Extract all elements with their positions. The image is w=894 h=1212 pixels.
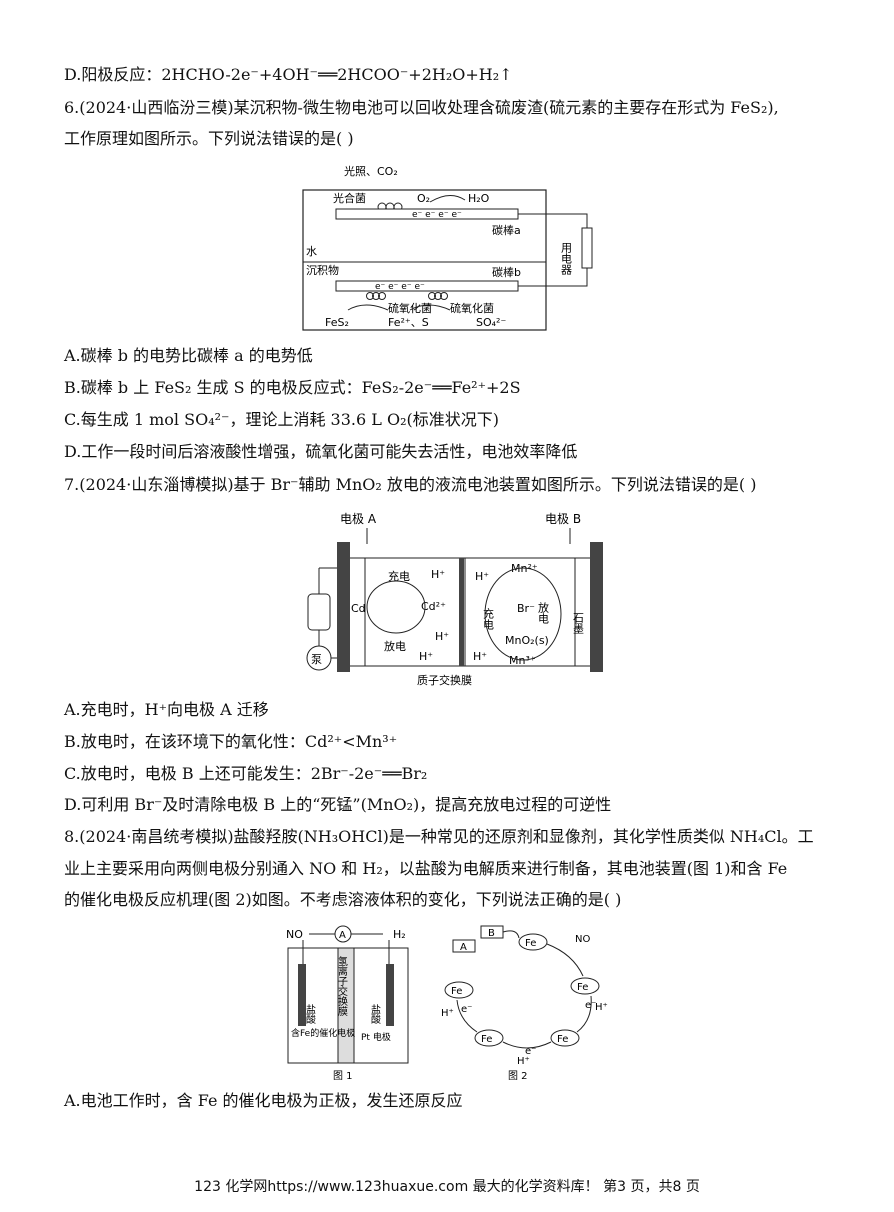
acid-left: 盐酸 bbox=[304, 1003, 316, 1025]
fe-s-label: Fe²⁺、S bbox=[388, 316, 429, 329]
fe-top: Fe bbox=[525, 938, 536, 949]
q8-stem-line1: 8.(2024·南昌统考模拟)盐酸羟胺(NH₃OHCl)是一种常见的还原剂和显像… bbox=[64, 827, 814, 846]
fig2-caption: 图 2 bbox=[508, 1070, 528, 1082]
electrode-b-label: 电极 B bbox=[545, 512, 581, 526]
q6-stem-line1: 6.(2024·山西临汾三模)某沉积物-微生物电池可以回收处理含硫废渣(硫元素的… bbox=[64, 98, 779, 117]
discharge-right: 放电 bbox=[537, 601, 550, 624]
hplus-3: H⁺ bbox=[419, 650, 433, 663]
photo-bacteria-label: 光合菌 bbox=[333, 191, 366, 205]
e-bottom: e⁻ bbox=[525, 1046, 536, 1057]
q6-figure: 光照、CO₂ 光合菌 O₂ H₂O e⁻ e⁻ e⁻ e⁻ 碳棒a 水 沉积物 … bbox=[302, 164, 593, 331]
q6-option-d: D.工作一段时间后溶液酸性增强，硫氧化菌可能失去活性，电池效率降低 bbox=[64, 442, 578, 461]
q6-option-b: B.碳棒 b 上 FeS₂ 生成 S 的电极反应式：FeS₂-2e⁻══Fe²⁺… bbox=[64, 378, 521, 397]
pt-electrode-label: Pt 电极 bbox=[361, 1031, 391, 1043]
pump-label: 泵 bbox=[311, 653, 322, 666]
charge-right: 充电 bbox=[482, 607, 495, 630]
fe-electrode-label: 含Fe的催化电极 bbox=[291, 1027, 355, 1039]
fes2-label: FeS₂ bbox=[325, 316, 349, 329]
hplus-1: H⁺ bbox=[431, 568, 445, 581]
electrons-bottom: e⁻ e⁻ e⁻ e⁻ bbox=[375, 282, 425, 292]
cd-label: Cd bbox=[351, 602, 366, 615]
electrons-top: e⁻ e⁻ e⁻ e⁻ bbox=[412, 210, 462, 220]
hplus-2: H⁺ bbox=[435, 630, 449, 643]
q8-stem-line3: 的催化电极反应机理(图 2)如图。不考虑溶液体积的变化，下列说法正确的是( ) bbox=[64, 890, 622, 909]
no-label: NO bbox=[575, 934, 590, 945]
q8-option-a: A.电池工作时，含 Fe 的催化电极为正极，发生还原反应 bbox=[64, 1091, 463, 1110]
membrane-label: 氢离子交换膜 bbox=[336, 955, 348, 1017]
electrode-a-label: 电极 A bbox=[340, 512, 377, 526]
q7-figure: 电极 A 电极 B 充电 H⁺ Cd Cd²⁺ 放电 H⁺ H⁺ H⁺ Mn²⁺… bbox=[306, 512, 603, 687]
box-a: A bbox=[460, 942, 467, 953]
q8-stem-line2: 业上主要采用向两侧电极分别通入 NO 和 H₂，以盐酸为电解质来进行制备，其电池… bbox=[64, 859, 788, 878]
q6-stem-line2: 工作原理如图所示。下列说法错误的是( ) bbox=[64, 129, 354, 148]
sulfur-bacteria-2: 硫氧化菌 bbox=[450, 301, 494, 315]
page-footer: 123 化学网https://www.123huaxue.com 最大的化学资料… bbox=[194, 1179, 700, 1195]
fe-right: Fe bbox=[577, 982, 588, 993]
fe-left: Fe bbox=[451, 986, 462, 997]
e-left: e⁻ bbox=[461, 1004, 472, 1015]
q5-option-d: D.阳极反应：2HCHO-2e⁻+4OH⁻══2HCOO⁻+2H₂O+H₂↑ bbox=[64, 65, 513, 84]
br-label: Br⁻ bbox=[517, 602, 535, 615]
q8-figure-2: A B Fe NO Fe Fe Fe Fe H⁺ e⁻ H⁺ e⁻ H⁺ e⁻ … bbox=[441, 925, 608, 1082]
e-right: e⁻ bbox=[585, 1000, 596, 1011]
q8-figure-1: NO H₂ A 盐酸 盐酸 氢离子交换膜 含Fe的催化电极 Pt 电极 图 1 bbox=[286, 925, 409, 1082]
q7-option-d: D.可利用 Br⁻及时清除电极 B 上的“死锰”(MnO₂)，提高充放电过程的可… bbox=[64, 795, 612, 814]
no-inlet: NO bbox=[286, 928, 303, 941]
fe-bottom-right: Fe bbox=[557, 1034, 568, 1045]
graphite-label: 石墨 bbox=[572, 612, 585, 634]
hplus-4: H⁺ bbox=[475, 570, 489, 583]
q7-stem: 7.(2024·山东淄博模拟)基于 Br⁻辅助 MnO₂ 放电的液流电池装置如图… bbox=[64, 475, 757, 494]
hplus-bottom: H⁺ bbox=[517, 1056, 530, 1067]
h2o-label: H₂O bbox=[468, 192, 490, 205]
o2-label: O₂ bbox=[417, 192, 430, 205]
water-label: 水 bbox=[306, 245, 317, 258]
carbon-b-label: 碳棒b bbox=[492, 265, 521, 279]
fig1-caption: 图 1 bbox=[333, 1070, 353, 1082]
light-co2-label: 光照、CO₂ bbox=[344, 164, 398, 178]
hplus-right: H⁺ bbox=[595, 1002, 608, 1013]
mn3-label: Mn³⁺ bbox=[509, 654, 536, 667]
load-label: 用电器 bbox=[560, 242, 573, 276]
cd2-label: Cd²⁺ bbox=[421, 600, 446, 613]
q7-option-a: A.充电时，H⁺向电极 A 迁移 bbox=[64, 700, 269, 719]
box-b: B bbox=[488, 928, 495, 939]
sediment-label: 沉积物 bbox=[306, 263, 339, 277]
hplus-left: H⁺ bbox=[441, 1008, 454, 1019]
acid-right: 盐酸 bbox=[369, 1003, 381, 1025]
sulfur-bacteria-1: 硫氧化菌 bbox=[388, 301, 432, 315]
hplus-5: H⁺ bbox=[473, 650, 487, 663]
mno2-label: MnO₂(s) bbox=[505, 634, 549, 647]
so4-label: SO₄²⁻ bbox=[476, 316, 506, 329]
carbon-a-label: 碳棒a bbox=[492, 223, 521, 237]
q6-option-c: C.每生成 1 mol SO₄²⁻，理论上消耗 33.6 L O₂(标准状况下) bbox=[64, 410, 499, 429]
q7-option-b: B.放电时，在该环境下的氧化性：Cd²⁺<Mn³⁺ bbox=[64, 732, 398, 751]
fe-bottom-left: Fe bbox=[481, 1034, 492, 1045]
ammeter-label: A bbox=[339, 930, 346, 941]
h2-inlet: H₂ bbox=[393, 928, 406, 941]
membrane-label: 质子交换膜 bbox=[417, 673, 472, 687]
charge-left: 充电 bbox=[388, 569, 410, 583]
discharge-left: 放电 bbox=[384, 639, 406, 653]
q6-option-a: A.碳棒 b 的电势比碳棒 a 的电势低 bbox=[64, 346, 313, 365]
q7-option-c: C.放电时，电极 B 上还可能发生：2Br⁻-2e⁻══Br₂ bbox=[64, 764, 428, 783]
